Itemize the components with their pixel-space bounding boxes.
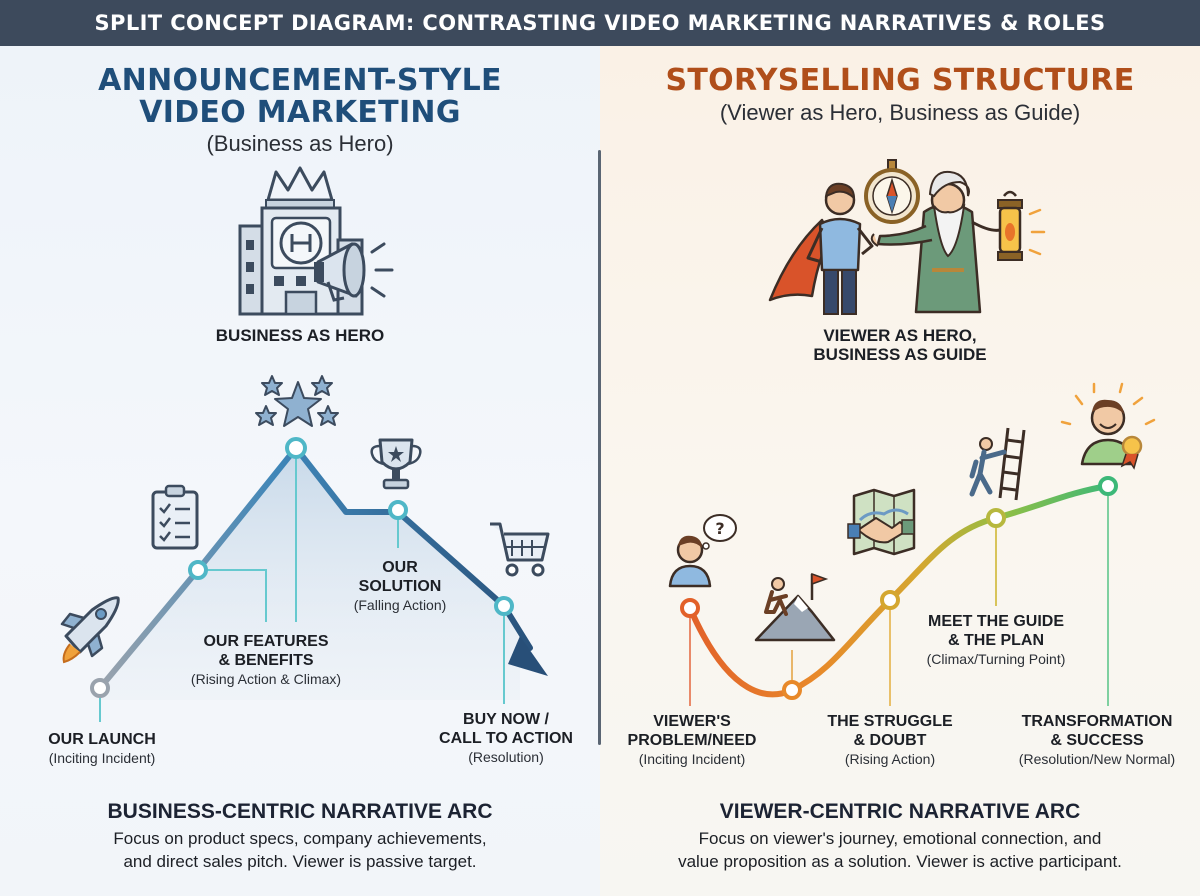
right-description-line1: Focus on viewer's journey, emotional con… xyxy=(698,829,1102,848)
right-stage-struggle: THE STRUGGLE & DOUBT (Rising Action) xyxy=(810,712,970,768)
left-arc-area xyxy=(100,448,520,700)
left-role-label: BUSINESS AS HERO xyxy=(215,326,385,345)
stage-note: (Inciting Incident) xyxy=(48,750,156,766)
left-stage-solution: OUR SOLUTION (Falling Action) xyxy=(330,558,470,614)
stage-name-line2: SOLUTION xyxy=(358,578,442,595)
mountain-climber-icon xyxy=(754,572,836,642)
clipboard-checklist-icon xyxy=(151,484,199,550)
lantern-icon xyxy=(997,190,1046,261)
stage-note: (Resolution/New Normal) xyxy=(1018,751,1176,767)
guide-mentor-icon xyxy=(870,170,1001,314)
diagram-title-banner: SPLIT CONCEPT DIAGRAM: CONTRASTING VIDEO… xyxy=(0,0,1200,46)
stage-name: VIEWER'S xyxy=(653,713,731,730)
ladder-climber-icon xyxy=(969,427,1026,501)
trophy-icon xyxy=(370,438,422,490)
rocket-icon xyxy=(60,596,120,664)
right-stage-problem: VIEWER'S PROBLEM/NEED (Inciting Incident… xyxy=(612,712,772,768)
stage-note: (Resolution) xyxy=(468,749,544,765)
stage-note: (Inciting Incident) xyxy=(638,751,746,767)
panel-divider xyxy=(598,150,601,745)
left-title-line2: VIDEO MARKETING xyxy=(139,95,461,130)
stage-name-line2: PROBLEM/NEED xyxy=(627,732,757,749)
right-leader-lines xyxy=(689,490,1109,706)
right-role-label: VIEWER AS HERO, BUSINESS AS GUIDE xyxy=(750,326,1050,364)
right-subtitle: (Viewer as Hero, Business as Guide) xyxy=(719,100,1081,125)
left-arc-title: BUSINESS-CENTRIC NARRATIVE ARC xyxy=(107,800,493,823)
left-stage-buy-now: BUY NOW / CALL TO ACTION (Resolution) xyxy=(420,710,592,766)
successful-viewer-icon xyxy=(1060,382,1156,470)
right-title: STORYSELLING STRUCTURE xyxy=(665,63,1135,98)
megaphone-icon xyxy=(314,242,394,302)
stage-name-line2: & SUCCESS xyxy=(1050,732,1144,749)
stage-name: OUR LAUNCH xyxy=(48,731,156,748)
diagram-title: SPLIT CONCEPT DIAGRAM: CONTRASTING VIDEO… xyxy=(94,11,1106,35)
stage-name-line2: CALL TO ACTION xyxy=(439,730,573,747)
role-label-line2: BUSINESS AS GUIDE xyxy=(813,345,987,364)
stage-note: (Climax/Turning Point) xyxy=(926,651,1066,667)
stage-name: BUY NOW / xyxy=(463,711,549,728)
stars-icon xyxy=(255,375,339,427)
stage-name-line2: & DOUBT xyxy=(853,732,927,749)
stage-name: MEET THE GUIDE xyxy=(927,613,1064,630)
left-stage-launch: OUR LAUNCH (Inciting Incident) xyxy=(22,730,182,767)
stage-note: (Rising Action) xyxy=(844,751,936,767)
left-stage-features: OUR FEATURES & BENEFITS (Rising Action &… xyxy=(166,632,366,688)
stage-name: TRANSFORMATION xyxy=(1021,713,1173,730)
right-arc-nodes xyxy=(680,476,1118,700)
stage-note: (Falling Action) xyxy=(353,597,447,613)
left-description-line2: and direct sales pitch. Viewer is passiv… xyxy=(123,852,477,871)
svg-text:?: ? xyxy=(715,519,724,538)
handshake-map-icon xyxy=(847,488,916,556)
viewer-hero-icon xyxy=(768,182,874,315)
right-stage-guide: MEET THE GUIDE & THE PLAN (Climax/Turnin… xyxy=(906,612,1086,668)
role-label-line1: VIEWER AS HERO, xyxy=(823,326,977,345)
left-arc-arrowhead xyxy=(508,636,548,676)
stage-name: OUR FEATURES xyxy=(203,633,329,650)
left-subtitle: (Business as Hero) xyxy=(206,131,394,156)
stage-name-line2: & BENEFITS xyxy=(218,652,314,669)
stage-name-line2: & THE PLAN xyxy=(948,632,1044,649)
right-stage-transformation: TRANSFORMATION & SUCCESS (Resolution/New… xyxy=(1004,712,1190,768)
shopping-cart-icon xyxy=(490,522,550,577)
left-arc-nodes xyxy=(90,437,514,698)
right-arc-title: VIEWER-CENTRIC NARRATIVE ARC xyxy=(719,800,1081,823)
stage-name: THE STRUGGLE xyxy=(827,713,953,730)
left-description-line1: Focus on product specs, company achievem… xyxy=(113,829,487,848)
stage-name: OUR xyxy=(382,559,418,576)
compass-icon xyxy=(864,159,920,224)
stage-note: (Rising Action & Climax) xyxy=(190,671,342,687)
left-title-line1: ANNOUNCEMENT-STYLE xyxy=(98,63,502,98)
left-leader-lines xyxy=(99,456,505,722)
right-description-line2: value proposition as a solution. Viewer … xyxy=(678,852,1122,871)
thinking-viewer-icon: ? xyxy=(668,514,737,588)
